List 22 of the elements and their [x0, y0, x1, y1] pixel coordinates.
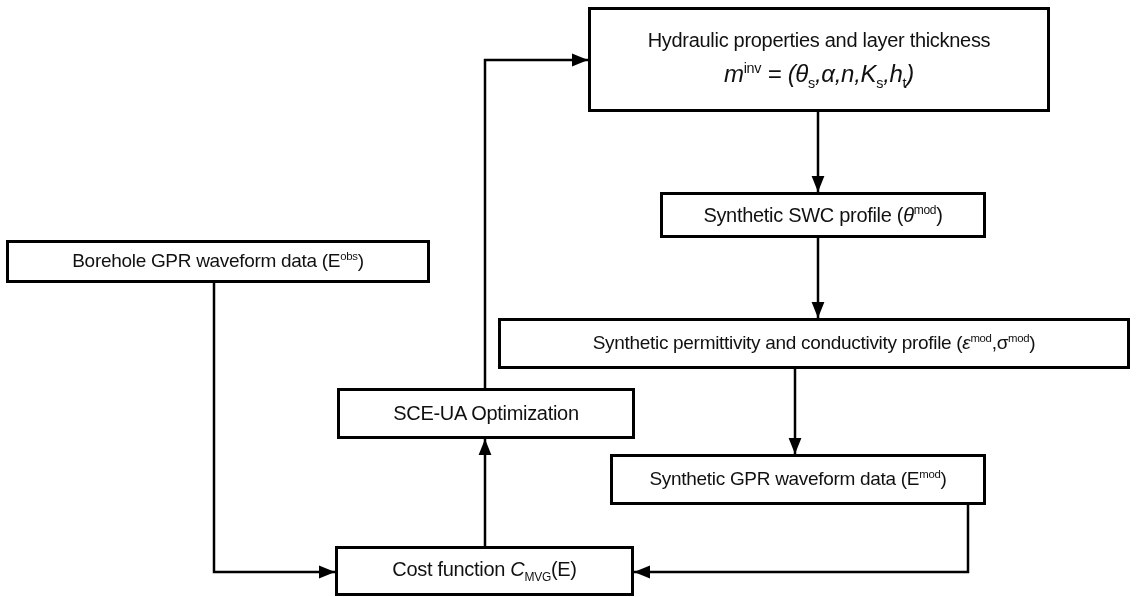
- box-label: Synthetic GPR waveform data (E$^{mod}$): [649, 467, 947, 492]
- process-box: [6, 240, 430, 283]
- arrow: [788, 369, 802, 454]
- arrow: [212, 283, 335, 579]
- box-label: Hydraulic properties and layer thickness: [647, 27, 991, 53]
- arrow: [483, 53, 588, 388]
- process-box: [337, 388, 635, 439]
- box-label: Borehole GPR waveform data (E$^{obs}$): [72, 249, 364, 274]
- arrow: [811, 112, 825, 192]
- process-box: [588, 7, 1050, 112]
- arrow: [478, 439, 492, 546]
- process-box: [660, 192, 986, 238]
- process-box: [498, 318, 1130, 369]
- box-label: Cost function C$_{MVG}$(E): [392, 557, 577, 585]
- process-box: [335, 546, 634, 596]
- arrow: [634, 505, 970, 579]
- box-label: Synthetic permittivity and conductivity profile (ε$^{mod}$,σ$^{mod}$): [592, 331, 1036, 356]
- process-box: [610, 454, 986, 505]
- box-label: Synthetic SWC profile (θ$^{mod}$): [703, 202, 943, 228]
- formula: m$^{inv}$ = (θ$_{s}$,α,n,K$_{s}$,h$_{t}$): [724, 58, 914, 92]
- box-label: SCE-UA Optimization: [393, 401, 579, 426]
- arrow: [811, 238, 825, 318]
